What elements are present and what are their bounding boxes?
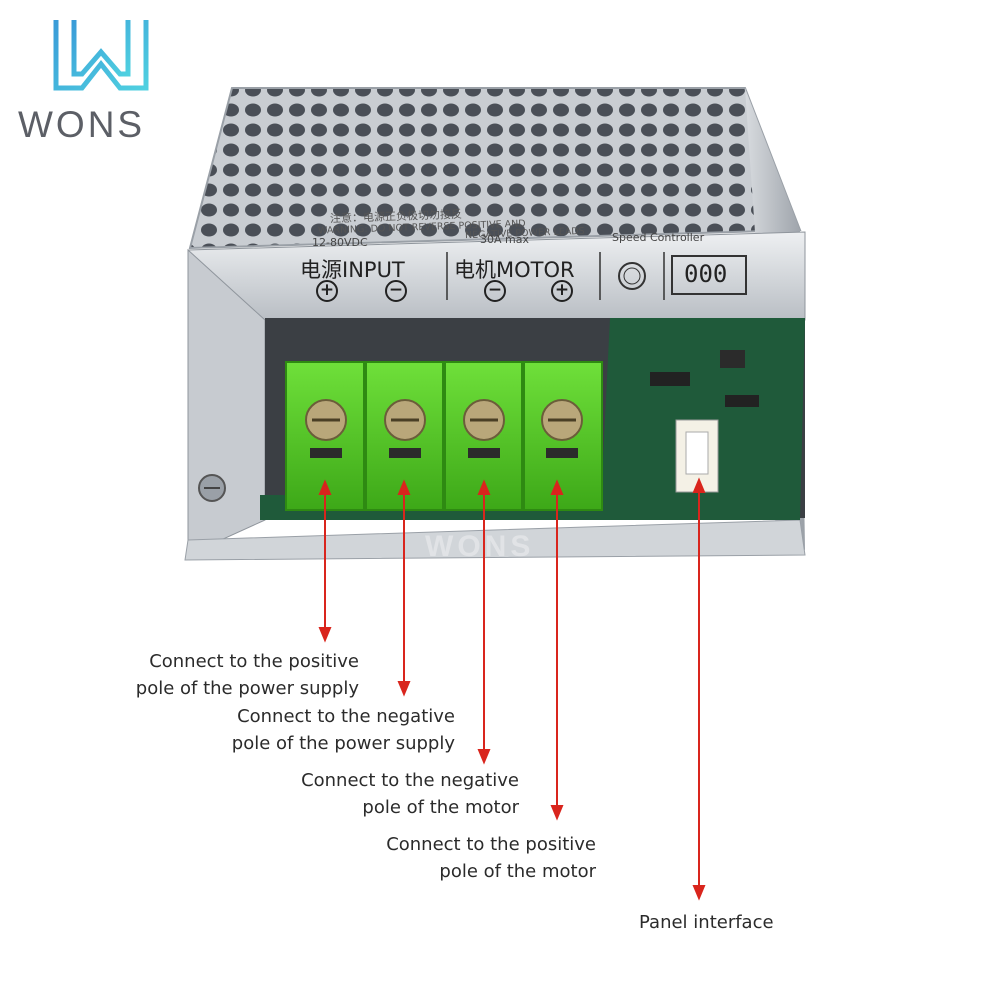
- callout-power-positive: Connect to the positive pole of the powe…: [136, 648, 359, 702]
- arrow-panel-interface: [692, 477, 706, 901]
- arrow-power-positive: [318, 479, 332, 643]
- brand-logo-icon: [53, 20, 149, 91]
- motor-plus-icon: +: [551, 280, 573, 302]
- callout-motor-positive-line1: Connect to the positive: [386, 834, 596, 855]
- input-plus-icon: +: [316, 280, 338, 302]
- callout-power-negative-line2: pole of the power supply: [231, 733, 455, 754]
- callout-power-negative-line1: Connect to the negative: [237, 706, 455, 727]
- callout-power-negative: Connect to the negative pole of the powe…: [232, 703, 455, 757]
- callout-power-positive-line2: pole of the power supply: [135, 678, 359, 699]
- motor-minus-icon: −: [484, 280, 506, 302]
- speed-controller-device: [184, 87, 806, 561]
- motor-plus-symbol: +: [554, 280, 570, 300]
- current-rating: 30A max: [480, 233, 529, 246]
- callout-motor-negative: Connect to the negative pole of the moto…: [301, 767, 519, 821]
- input-minus-symbol: −: [388, 280, 404, 300]
- callout-panel-interface: Panel interface: [639, 912, 774, 933]
- input-label: 电源INPUT: [300, 258, 405, 282]
- motor-label: 电机MOTOR: [454, 258, 575, 282]
- display-digits: 000: [684, 260, 728, 288]
- arrow-power-negative: [397, 479, 411, 697]
- input-plus-symbol: +: [319, 280, 335, 300]
- input-minus-icon: −: [385, 280, 407, 302]
- product-name: Speed Controller: [612, 231, 705, 244]
- callout-power-positive-line1: Connect to the positive: [149, 651, 359, 672]
- callout-motor-positive: Connect to the positive pole of the moto…: [386, 831, 596, 885]
- callout-motor-negative-line1: Connect to the negative: [301, 770, 519, 791]
- brand-logo-text: WONS: [18, 104, 146, 145]
- arrow-motor-negative: [477, 479, 491, 765]
- motor-minus-symbol: −: [487, 280, 503, 300]
- watermark-text: WONS: [425, 530, 535, 563]
- arrow-motor-positive: [550, 479, 564, 821]
- voltage-rating: 12-80VDC: [312, 236, 368, 249]
- callout-motor-negative-line2: pole of the motor: [362, 797, 519, 818]
- callout-motor-positive-line2: pole of the motor: [439, 861, 596, 882]
